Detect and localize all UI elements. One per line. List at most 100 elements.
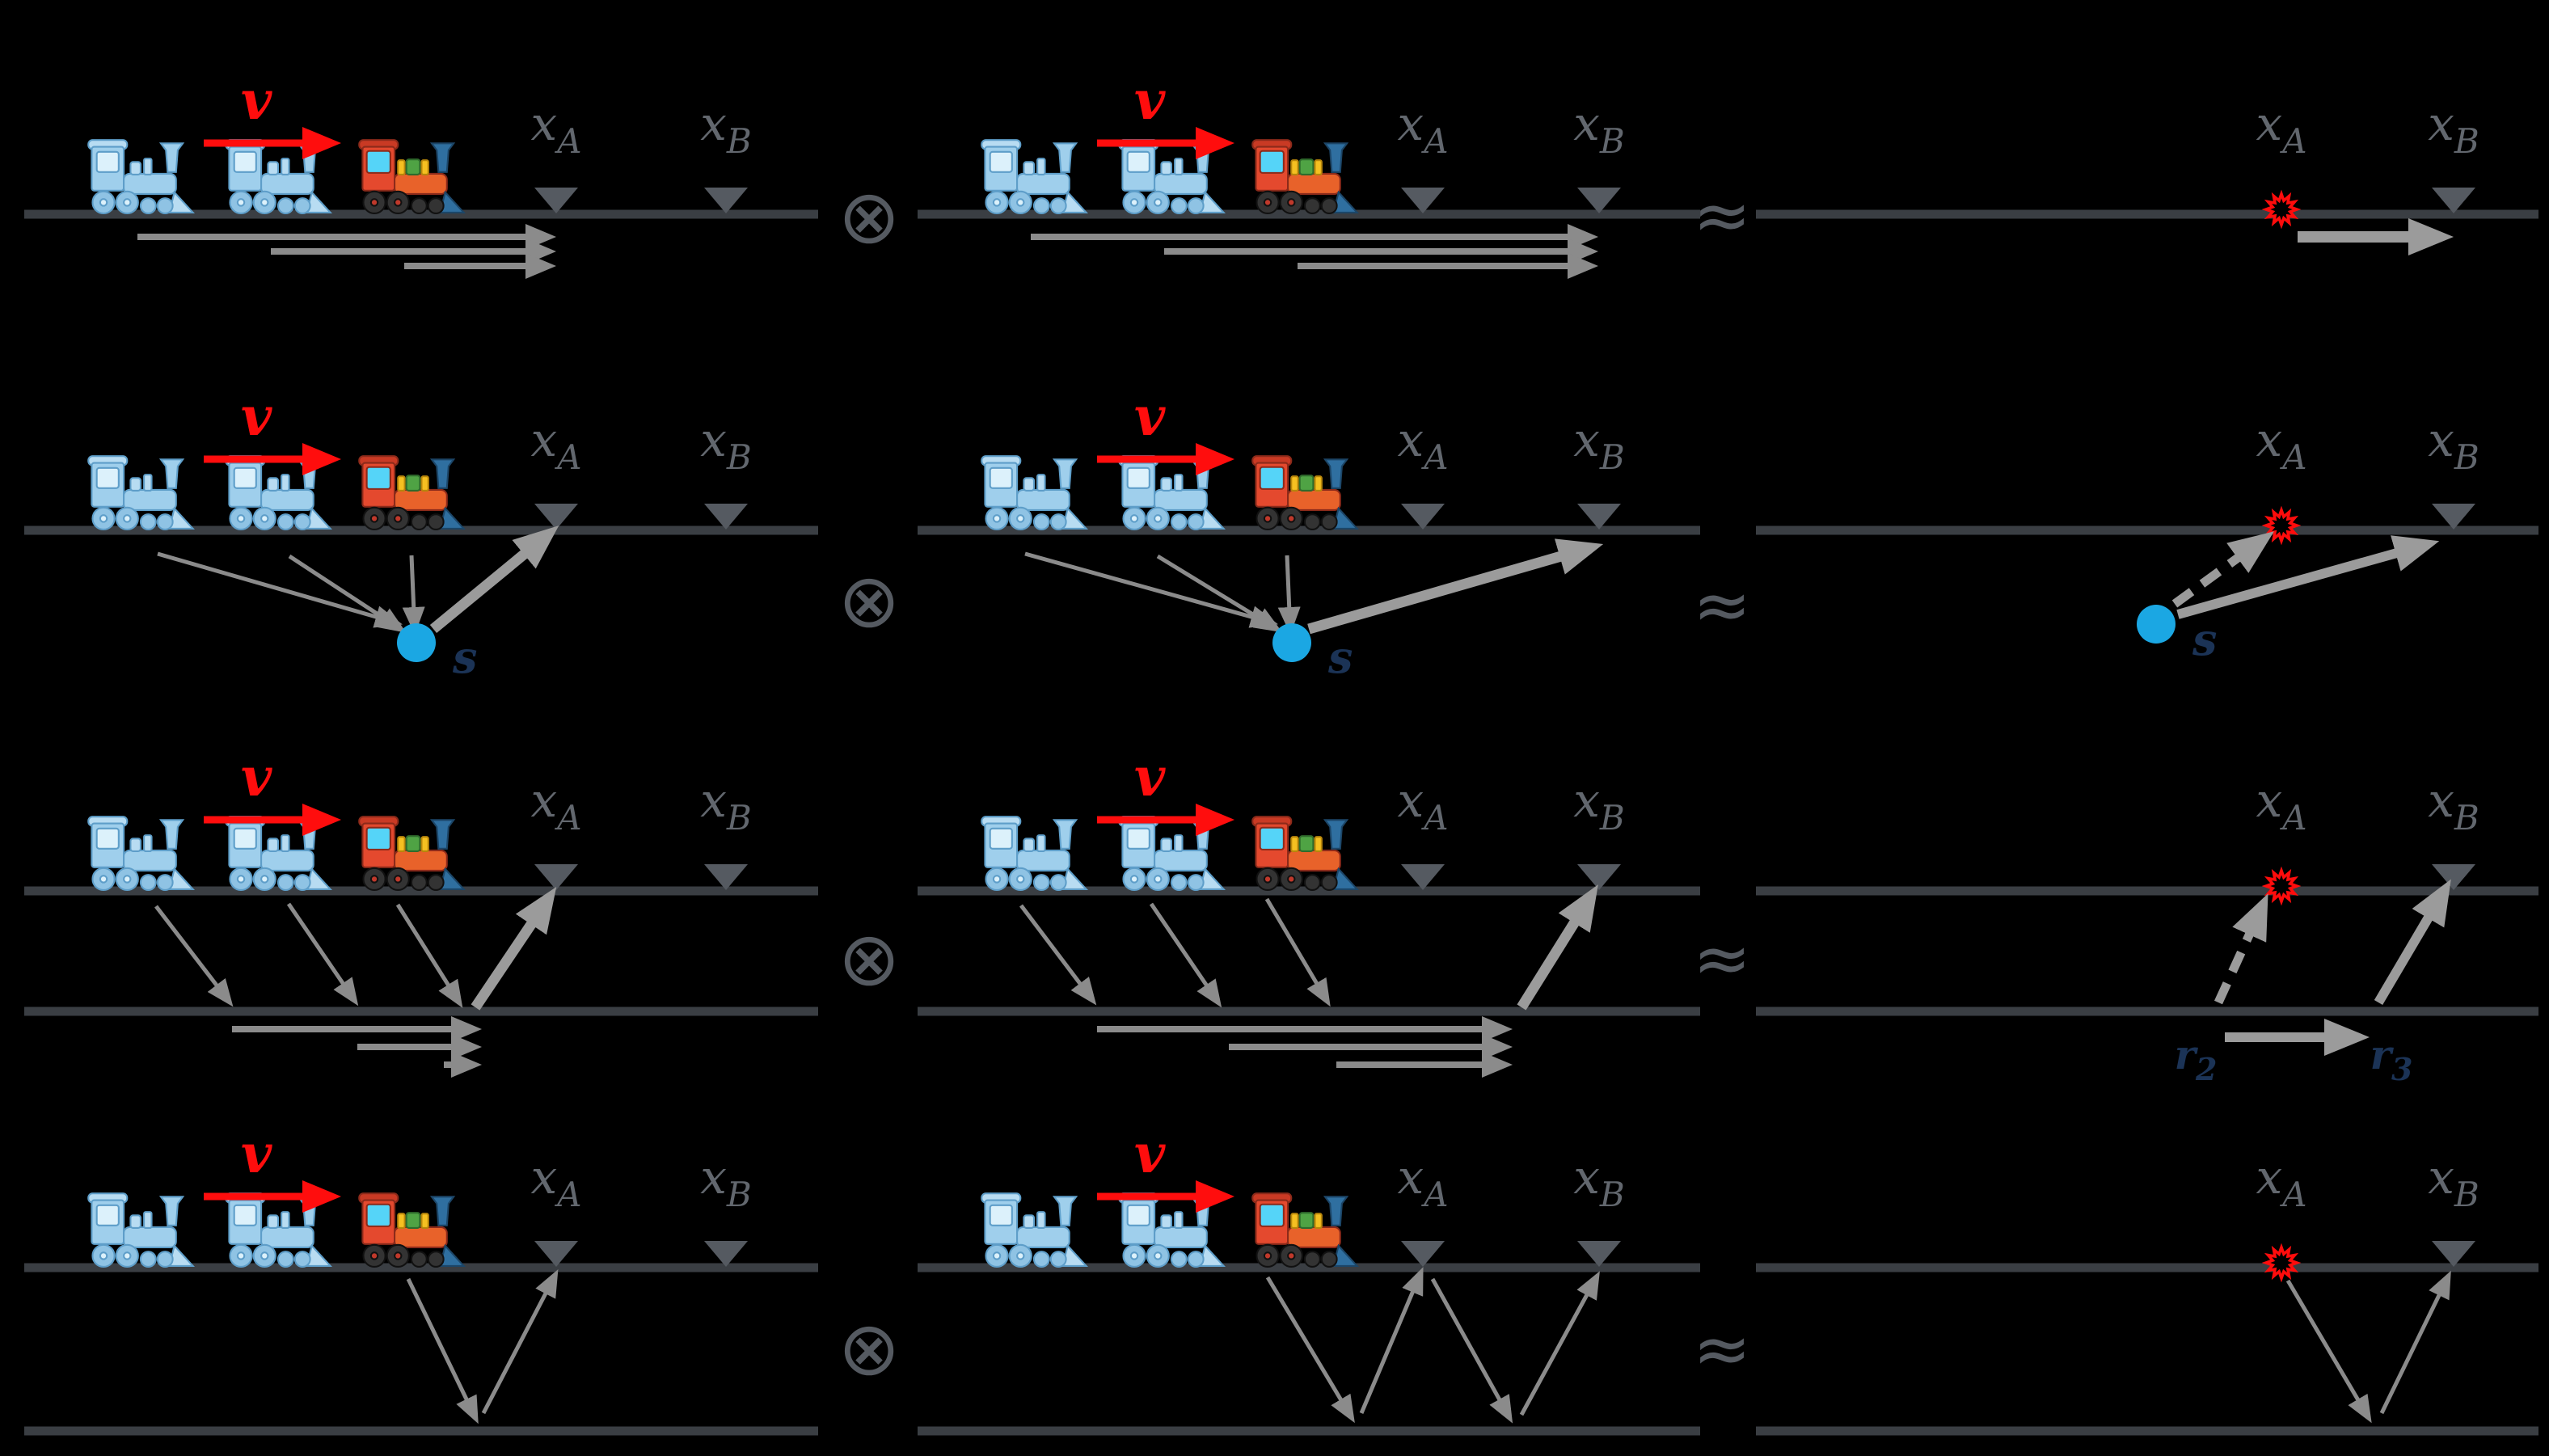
approx-symbol: ≈ (1693, 918, 1751, 999)
approx-symbol: ≈ (1693, 175, 1751, 256)
source-label: s (2192, 614, 2217, 665)
position-label-xa: xA (530, 1150, 581, 1214)
light-ray-arrow (288, 554, 407, 633)
light-ray-arrow (1149, 902, 1222, 1008)
position-marker-triangle (534, 188, 578, 213)
reflection-label-r3: r3 (2370, 1031, 2413, 1087)
light-ray-arrow (1156, 554, 1283, 633)
locomotive-icon (1251, 139, 1358, 214)
position-label-xa: xA (2256, 773, 2306, 838)
position-label-xb: xB (700, 96, 752, 161)
panel-2-right: xA xB s (1756, 412, 2538, 665)
locomotive-icon (358, 1192, 465, 1268)
tensor-product-symbol: ⊗ (838, 174, 900, 260)
source-point-dot (2137, 605, 2176, 644)
light-ray-arrow (1019, 904, 1097, 1006)
reflection-label-r2: r2 (2175, 1031, 2218, 1087)
position-marker-triangle (2432, 188, 2475, 213)
ghost-locomotive-icon (87, 816, 194, 891)
panel-1-middle: v xA xB (918, 69, 1700, 279)
light-ray-arrow (157, 551, 403, 628)
position-label-xb: xB (700, 1150, 752, 1214)
panel-3-middle: v xA xB (918, 752, 1700, 1078)
bounce-ray-up (1359, 1267, 1424, 1414)
reflected-ray-arrow (2374, 879, 2451, 1006)
position-marker-triangle (1577, 504, 1621, 530)
bounce-ray-up (2379, 1270, 2451, 1415)
panel-4-middle: v xA xB (918, 1122, 1700, 1436)
light-ray-arrow (1277, 555, 1301, 635)
panel-1-right: xA xB (1756, 96, 2538, 255)
panel-4-left: v xA xB (24, 1122, 818, 1436)
ghost-locomotive-icon (225, 1192, 331, 1268)
locomotive-icon (358, 139, 465, 214)
locomotive-icon (1251, 1192, 1358, 1268)
position-label-xa: xA (1397, 412, 1448, 477)
position-label-xa: xA (2256, 96, 2306, 161)
locomotive-icon (1251, 455, 1358, 530)
bounce-ray-up (1519, 1271, 1600, 1416)
tensor-product-symbol: ⊗ (838, 1306, 900, 1392)
signal-arrow (1307, 538, 1604, 635)
position-label-xa: xA (1397, 773, 1448, 838)
light-ray-arrow (402, 555, 425, 635)
position-marker-triangle (1401, 1241, 1445, 1267)
source-label: s (1327, 631, 1353, 683)
position-label-xb: xB (2428, 773, 2479, 838)
locomotive-icon (1251, 816, 1358, 891)
panel-3-left: v xA xB (24, 752, 818, 1078)
position-label-xb: xB (2428, 412, 2479, 477)
ghost-locomotive-icon (1118, 455, 1225, 530)
position-label-xa: xA (2256, 1150, 2306, 1214)
tensor-product-symbol: ⊗ (838, 558, 900, 644)
position-marker-triangle (1577, 1241, 1621, 1267)
light-ray-arrow (154, 905, 234, 1007)
velocity-label: v (1134, 752, 1166, 808)
source-point-dot (1272, 623, 1311, 662)
source-label: s (452, 631, 477, 683)
bounce-ray-up (481, 1269, 559, 1415)
panel-2-left: v xA xB s (24, 385, 818, 683)
position-label-xa: xA (530, 412, 581, 477)
light-ray-arrow (1264, 897, 1331, 1007)
position-label-xa: xA (530, 96, 581, 161)
locomotive-icon (358, 816, 465, 891)
source-point-dot (397, 623, 436, 662)
position-label-xb: xB (2428, 1150, 2479, 1214)
position-marker-triangle (704, 864, 748, 890)
reflected-ray-arrow (471, 887, 557, 1011)
light-ray-arrow (1024, 551, 1279, 628)
dashed-ray-arrow (2213, 893, 2268, 1005)
position-marker-triangle (534, 1241, 578, 1267)
position-label-xb: xB (1573, 773, 1625, 838)
position-marker-triangle (1577, 864, 1621, 890)
velocity-label: v (241, 1122, 272, 1185)
position-marker-triangle (704, 504, 748, 530)
ghost-locomotive-icon (981, 816, 1087, 891)
approx-symbol: ≈ (1693, 565, 1751, 646)
position-marker-triangle (2432, 1241, 2475, 1267)
ghost-locomotive-icon (87, 455, 194, 530)
position-label-xb: xB (700, 773, 752, 838)
bounce-ray-down (2285, 1279, 2372, 1424)
row-1: v xA xB ⊗ v xA xB ≈ xA xB (24, 69, 2538, 279)
ghost-locomotive-icon (981, 1192, 1087, 1268)
panel-3-right: xA xB r2 r3 (1756, 773, 2538, 1087)
ghost-locomotive-icon (1118, 816, 1225, 891)
ghost-locomotive-icon (87, 1192, 194, 1268)
collision-burst-icon (2261, 1243, 2302, 1283)
ghost-locomotive-icon (225, 139, 331, 214)
collision-burst-icon (2261, 189, 2302, 230)
bounce-ray-down (1265, 1276, 1355, 1424)
velocity-label: v (1134, 69, 1166, 132)
position-label-xb: xB (1573, 412, 1625, 477)
position-marker-triangle (534, 504, 578, 530)
position-label-xa: xA (1397, 96, 1448, 161)
ghost-locomotive-icon (1118, 139, 1225, 214)
bounce-ray-down (406, 1277, 479, 1424)
panel-2-middle: v xA xB s (918, 385, 1700, 683)
position-label-xb: xB (700, 412, 752, 477)
position-label-xb: xB (1573, 96, 1625, 161)
row-3: v xA xB ⊗ v xA xB ≈ x (24, 752, 2538, 1087)
